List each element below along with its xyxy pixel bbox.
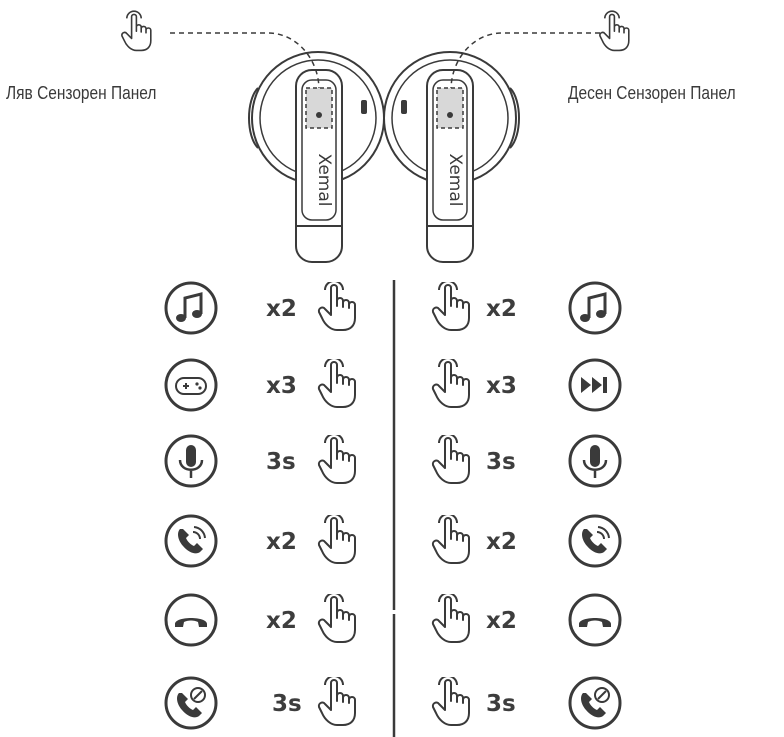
answer-call-icon [163, 513, 219, 569]
tap-hand-icon [317, 357, 357, 408]
tap-hand-icon-right-top [599, 10, 630, 52]
microphone-icon [163, 433, 219, 489]
tap-hand-icon [317, 280, 357, 331]
right-gesture-count: x2 [486, 608, 517, 634]
tap-hand-icon [431, 513, 471, 564]
tap-hand-icon [317, 592, 357, 643]
gamepad-icon [163, 357, 219, 413]
tap-hand-icon [431, 433, 471, 484]
left-gesture-count: 3s [266, 449, 296, 475]
right-gesture-count: x3 [486, 373, 517, 399]
right-gesture-count: x2 [486, 529, 517, 555]
tap-hand-icon [317, 513, 357, 564]
left-earbud: Xemal [248, 51, 385, 263]
left-gesture-count: x2 [266, 529, 297, 555]
microphone-icon [567, 433, 623, 489]
right-gesture-count: 3s [486, 449, 516, 475]
brand-logo-right: Xemal [445, 153, 465, 206]
left-touch-panel-label: Ляв Сензорен Панел [6, 83, 157, 103]
next-track-icon [567, 357, 623, 413]
reject-call-icon [567, 675, 623, 731]
right-gesture-count: x2 [486, 296, 517, 322]
right-gesture-count: 3s [486, 691, 516, 717]
reject-call-icon [163, 675, 219, 731]
tap-hand-icon [317, 675, 357, 726]
right-touch-area [436, 87, 464, 129]
answer-call-icon [567, 513, 623, 569]
left-gesture-count: x2 [266, 608, 297, 634]
hang-up-icon [163, 592, 219, 648]
brand-logo-left: Xemal [314, 153, 334, 206]
hang-up-icon [567, 592, 623, 648]
right-earbud: Xemal [383, 51, 520, 263]
music-note-icon [567, 280, 623, 336]
tap-hand-icon [317, 433, 357, 484]
tap-hand-icon-left-top [121, 10, 152, 52]
tap-hand-icon [431, 675, 471, 726]
left-touch-area [305, 87, 333, 129]
left-leader-line [170, 32, 320, 89]
right-leader-line [450, 32, 600, 89]
music-note-icon [163, 280, 219, 336]
left-gesture-count: x2 [266, 296, 297, 322]
left-gesture-count: 3s [272, 691, 302, 717]
tap-hand-icon [431, 280, 471, 331]
right-touch-panel-label: Десен Сензорен Панел [568, 83, 736, 103]
left-gesture-count: x3 [266, 373, 297, 399]
tap-hand-icon [431, 592, 471, 643]
tap-hand-icon [431, 357, 471, 408]
